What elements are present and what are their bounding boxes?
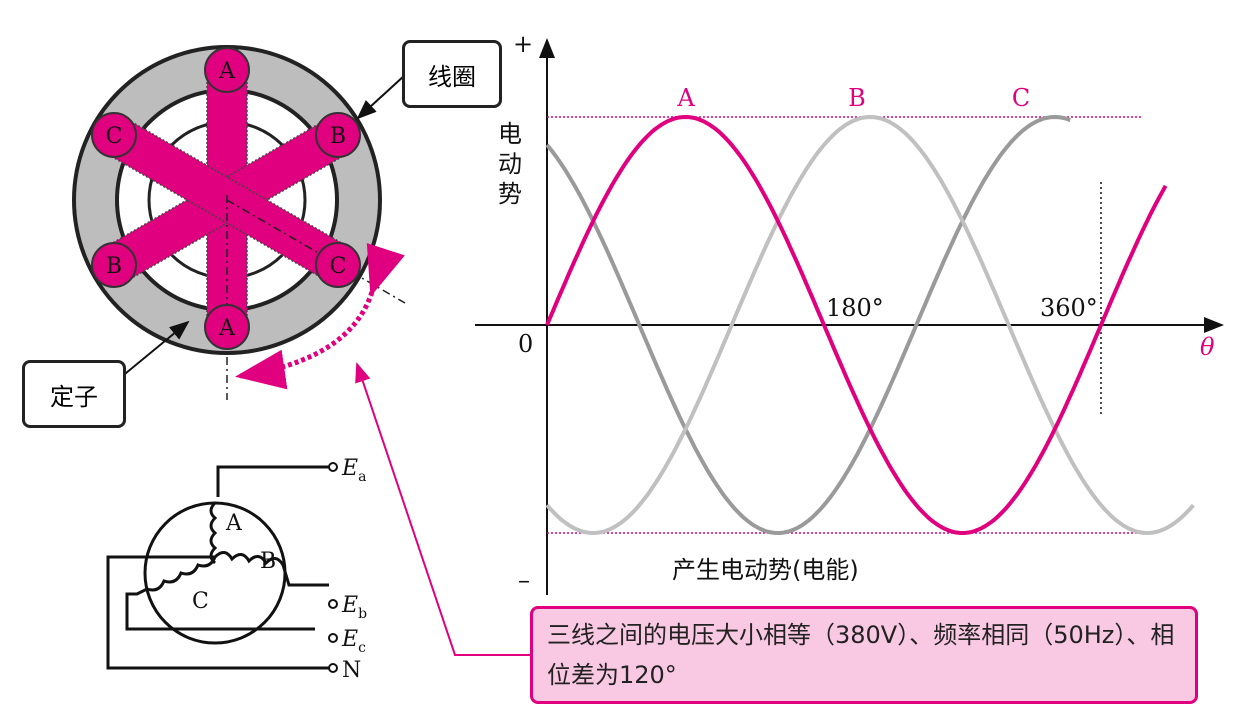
coil-end-upper_left (91, 112, 137, 158)
coil-end-top (204, 47, 250, 93)
coil-pointer-arrow (356, 74, 406, 120)
tick-360: 360° (1040, 294, 1098, 322)
note-box: 三线之间的电压大小相等（380V）、频率相同（50Hz）、相位差为120° (530, 606, 1198, 704)
emf-chart: C B A + – 0 180° 360° θ 电 动 势 产生电动势(电能) (475, 30, 1224, 595)
coil-end-upper_right (315, 112, 361, 158)
tick-180: 180° (826, 294, 884, 322)
minus-label: – (518, 566, 530, 594)
curve-C (545, 114, 1071, 536)
terminal-label-3: N (342, 658, 361, 683)
curve-B (545, 114, 1195, 536)
stator-label-box: 定子 (22, 360, 126, 428)
note-pointer-arrow (355, 362, 530, 656)
star-connection-circuit (106, 462, 338, 673)
y-label-1: 电 (498, 120, 522, 148)
phase-angle-arrow (235, 243, 405, 390)
coil-label-box: 线圈 (402, 40, 502, 108)
y-label-2: 动 (498, 150, 522, 178)
circuit-coil-c-label: C (192, 589, 209, 614)
theta-label: θ (1200, 333, 1215, 361)
origin-label: 0 (518, 330, 533, 358)
circuit-coil-b-label: B (260, 549, 276, 574)
stator-pointer-arrow (119, 320, 190, 379)
terminal-label-2: Ec (341, 627, 366, 656)
terminal-label-1: Eb (341, 593, 367, 622)
coil-end-label-upper_right: B (330, 124, 346, 149)
coil-end-label-bottom: A (218, 316, 236, 341)
coil-end-label-upper_left: C (106, 124, 123, 149)
curve-A (545, 114, 1168, 536)
circuit-coil-a-label: A (225, 511, 243, 536)
coil-end-label-top: A (218, 59, 236, 84)
plus-label: + (513, 30, 533, 58)
curve-label-C: C (1012, 84, 1030, 112)
y-label-3: 势 (498, 180, 522, 208)
terminal-label-0: Ea (341, 456, 366, 485)
coil-end-lower_left (91, 242, 137, 288)
curve-label-A: A (676, 84, 695, 112)
chart-caption: 产生电动势(电能) (672, 556, 859, 584)
coil-end-label-lower_right: C (330, 254, 347, 279)
curve-label-B: B (848, 84, 866, 112)
coil-end-label-lower_left: B (106, 254, 122, 279)
